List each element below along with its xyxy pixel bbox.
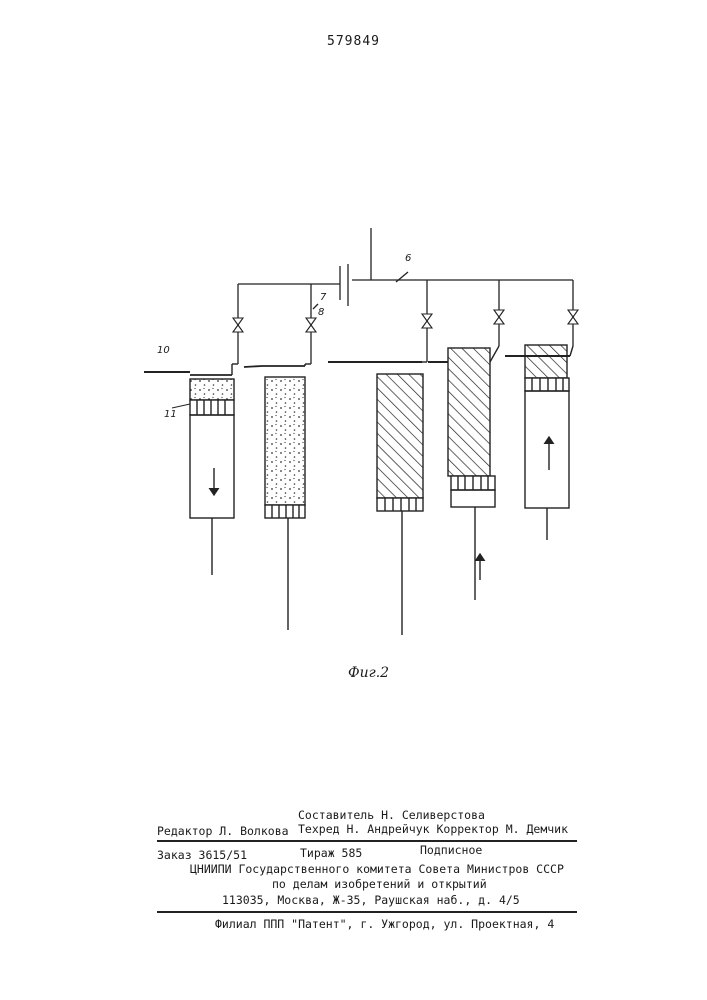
separator-rule-2 — [157, 911, 577, 913]
order-number: Заказ 3615/51 — [157, 848, 247, 862]
figure-caption: Фиг.2 — [348, 665, 389, 681]
circulation: Тираж 585 — [300, 846, 362, 860]
editor-line: Редактор Л. Волкова — [157, 824, 289, 838]
cylinder-5 — [505, 345, 573, 540]
figure-drawing — [0, 0, 707, 700]
institute-line-1: ЦНИИПИ Государственного комитета Совета … — [190, 862, 564, 876]
label-8: 8 — [318, 307, 324, 318]
branch-line: Филиал ППП "Патент", г. Ужгород, ул. Про… — [215, 917, 554, 931]
cylinder-1 — [144, 364, 238, 575]
institute-line-2: по делам изобретений и открытий — [272, 877, 487, 891]
cylinder-2 — [244, 364, 311, 630]
valves — [233, 310, 578, 332]
label-7: 7 — [320, 292, 326, 303]
address-line: 113035, Москва, Ж-35, Раушская наб., д. … — [222, 893, 520, 907]
manifold-piping — [238, 228, 573, 364]
subscription: Подписное — [420, 843, 482, 857]
composer-line: Составитель Н. Селиверстова — [298, 808, 485, 822]
label-10: 10 — [157, 345, 170, 356]
tech-corrector-line: Техред Н. Андрейчук Корректор М. Демчик — [298, 822, 568, 836]
cylinder-4 — [428, 346, 499, 600]
separator-rule-1 — [157, 840, 577, 842]
label-6: 6 — [405, 253, 411, 264]
cylinder-3 — [328, 362, 427, 635]
label-11: 11 — [164, 409, 177, 420]
